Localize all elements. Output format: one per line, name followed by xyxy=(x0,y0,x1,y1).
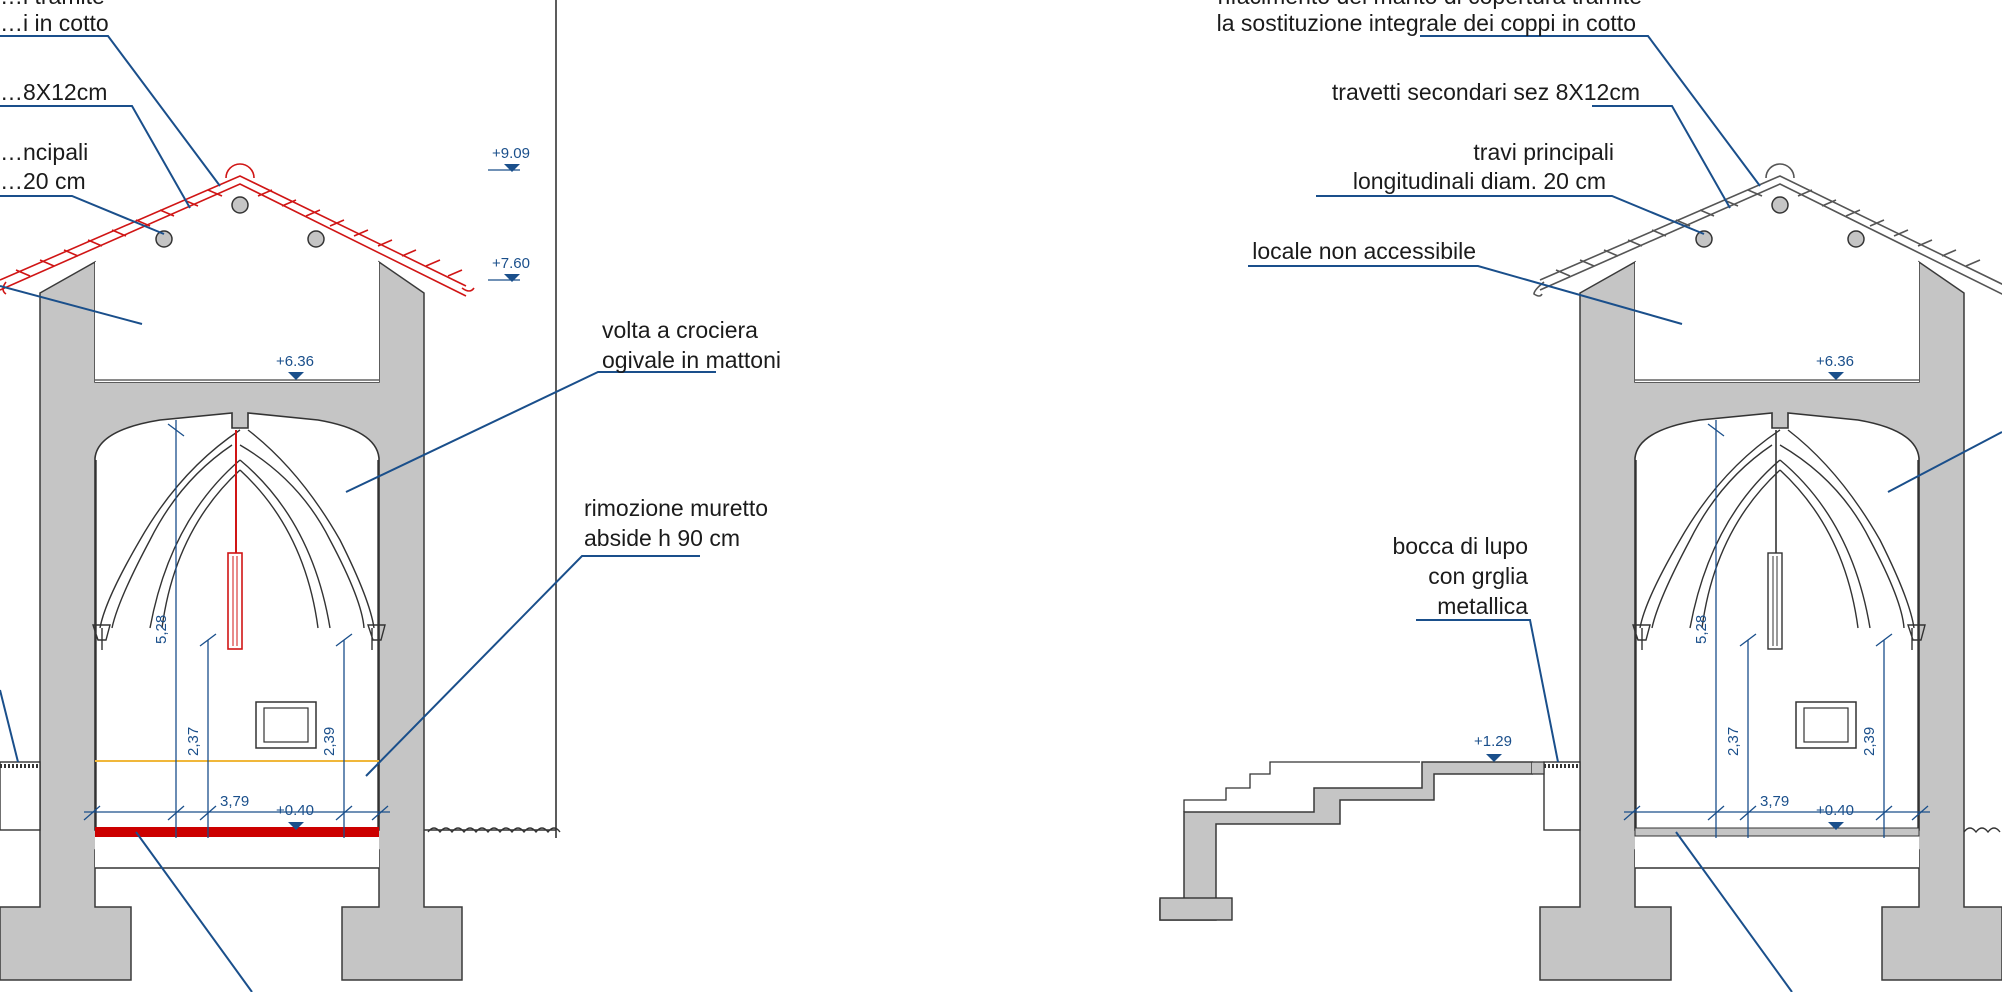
elev-stair-top: +1.29 xyxy=(1474,733,1512,750)
left-labels: …i tramite …i in cotto …8X12cm …ncipali … xyxy=(0,0,781,551)
roof-label-line2: la sostituzione integrale dei coppi in c… xyxy=(1217,10,1636,36)
exterior-stair xyxy=(1159,761,1533,921)
right-elevations: +6.36 +1.29 +0.40 xyxy=(1474,353,1854,830)
roof-replacement-label-line1: …i tramite xyxy=(0,0,105,9)
roof-replacement-label-line2: …i in cotto xyxy=(0,10,109,36)
dim-right-height: 2,39 xyxy=(321,727,338,756)
attic-label: locale non accessibile xyxy=(1252,238,1476,264)
right-leaders xyxy=(1248,35,2002,992)
dim-right-height: 2,39 xyxy=(1861,727,1878,756)
beams-label-line1: travi principali xyxy=(1473,139,1614,165)
beams-label-line2: …20 cm xyxy=(0,168,86,194)
light-well-label-line3: metallica xyxy=(1437,593,1528,619)
right-section: 5,28 2,37 2,39 3,79 +6.36 +1.29 +0.40 ri xyxy=(1159,0,2002,992)
new-floor-slab xyxy=(95,827,379,837)
vault-label-line2: ogivale in mattoni xyxy=(602,347,781,373)
left-elevations: +9.09 +7.60 +6.36 +0.40 xyxy=(276,145,530,830)
vault-label-line1: volta a crociera xyxy=(602,317,758,343)
apse-wall-label-line1: rimozione muretto xyxy=(584,495,768,521)
dim-left-height: 2,37 xyxy=(185,727,202,756)
dim-width: 3,79 xyxy=(1760,793,1789,810)
rafters-label: travetti secondari sez 8X12cm xyxy=(1332,79,1640,105)
right-dimensions: 5,28 2,37 2,39 3,79 xyxy=(1623,420,1930,838)
roof-label-line1: rifacimento del manto di copertura trami… xyxy=(1218,0,1642,9)
dim-left-height: 2,37 xyxy=(1725,727,1742,756)
beams-label-line2: longitudinali diam. 20 cm xyxy=(1353,168,1606,194)
left-leaders xyxy=(0,35,716,992)
dim-vault-height: 5,28 xyxy=(1693,615,1710,644)
roof-existing xyxy=(1533,163,2002,297)
roof-demolition xyxy=(0,163,475,297)
left-dimensions: 5,28 2,37 2,39 3,79 xyxy=(83,420,390,838)
left-section: 5,28 2,37 2,39 3,79 +9.09 +7.60 +6.36 +0… xyxy=(0,0,781,992)
apse-wall-label-line2: abside h 90 cm xyxy=(584,525,740,551)
elev-ridge: +9.09 xyxy=(492,145,530,162)
elev-attic-floor: +6.36 xyxy=(276,353,314,370)
rafters-label: …8X12cm xyxy=(0,79,107,105)
elev-chapel-floor: +0.40 xyxy=(1816,802,1854,819)
dim-width: 3,79 xyxy=(220,793,249,810)
elev-chapel-floor: +0.40 xyxy=(276,802,314,819)
elev-eaves: +7.60 xyxy=(492,255,530,272)
light-well-label-line2: con grglia xyxy=(1428,563,1528,589)
beams-label-line1: …ncipali xyxy=(0,139,88,165)
right-labels: rifacimento del manto di copertura trami… xyxy=(1217,0,1642,619)
elev-attic-floor: +6.36 xyxy=(1816,353,1854,370)
light-well-label-line1: bocca di lupo xyxy=(1392,533,1528,559)
dim-vault-height: 5,28 xyxy=(153,615,170,644)
